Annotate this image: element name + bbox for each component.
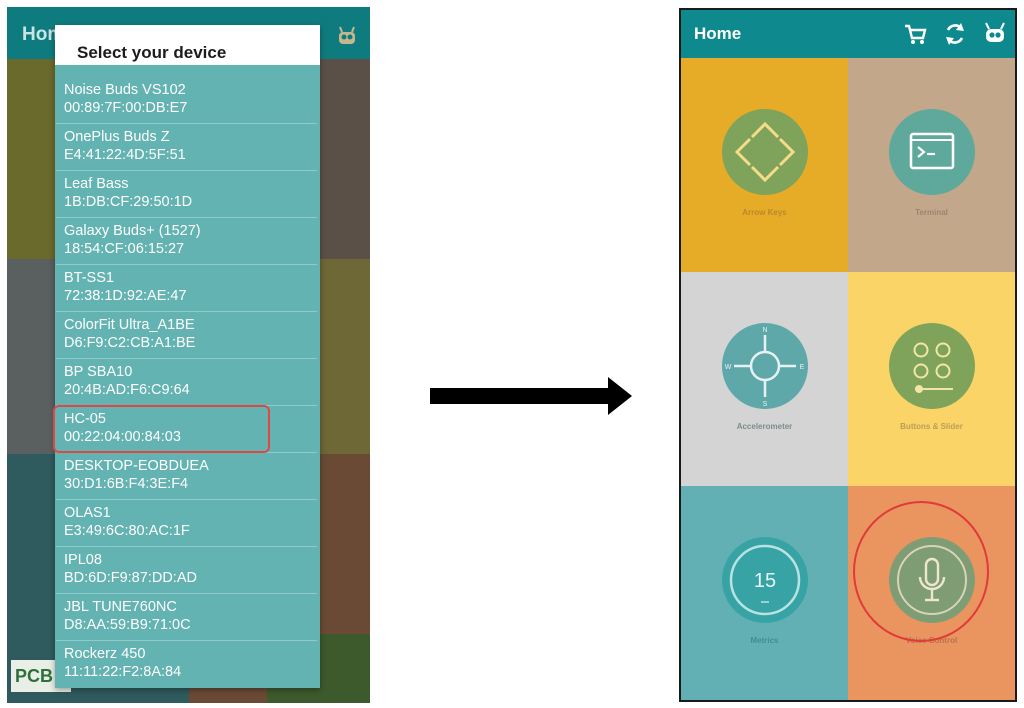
device-item[interactable]: ColorFit Ultra_A1BE D6:F9:C2:CB:A1:BE: [56, 312, 317, 359]
device-name: Noise Buds VS102: [64, 82, 186, 98]
device-name: Rockerz 450: [64, 646, 146, 662]
device-item[interactable]: BT-SS1 72:38:1D:92:AE:47: [56, 265, 317, 312]
tile-label: Accelerometer: [736, 422, 793, 431]
device-address: 00:89:7F:00:DB:E7: [64, 100, 188, 116]
tile-buttons-slider[interactable]: Buttons & Slider: [848, 272, 1015, 486]
device-address: 30:D1:6B:F4:3E:F4: [64, 476, 189, 492]
device-address: 11:11:22:F2:8A:84: [64, 664, 182, 680]
accelerometer-icon: N S W E: [722, 323, 808, 409]
svg-text:N: N: [762, 327, 767, 334]
metrics-icon: 15: [722, 537, 808, 623]
device-item[interactable]: DESKTOP-EOBDUEA 30:D1:6B:F4:3E:F4: [56, 453, 317, 500]
device-name: JBL TUNE760NC: [64, 599, 177, 615]
device-name: OnePlus Buds Z: [64, 129, 170, 145]
device-name: BT-SS1: [64, 270, 114, 286]
device-item[interactable]: Leaf Bass 1B:DB:CF:29:50:1D: [56, 171, 317, 218]
device-item[interactable]: BP SBA10 20:4B:AD:F6:C9:64: [56, 359, 317, 406]
tile-terminal[interactable]: Terminal: [848, 58, 1015, 272]
device-item[interactable]: JBL TUNE760NC D8:AA:59:B9:71:0C: [56, 594, 317, 641]
device-item[interactable]: Galaxy Buds+ (1527) 18:54:CF:06:15:27: [56, 218, 317, 265]
device-address: 00:22:04:00:84:03: [64, 429, 181, 445]
bot-icon[interactable]: [981, 20, 1009, 48]
device-address: D8:AA:59:B9:71:0C: [64, 617, 191, 633]
right-arrow-icon: [430, 377, 632, 415]
tile-arrow-keys[interactable]: Arrow Keys: [681, 58, 848, 272]
device-address: 72:38:1D:92:AE:47: [64, 288, 187, 304]
tile-label: Metrics: [750, 636, 779, 645]
svg-text:W: W: [725, 364, 732, 371]
device-address: 1B:DB:CF:29:50:1D: [64, 194, 193, 210]
device-name: OLAS1: [64, 505, 111, 521]
device-address: E4:41:22:4D:5F:51: [64, 147, 186, 163]
bot-icon[interactable]: [334, 24, 360, 50]
tile-metrics[interactable]: 15 Metrics: [681, 486, 848, 700]
device-name: IPL08: [64, 552, 102, 568]
device-name: HC-05: [64, 411, 106, 427]
voice-control-highlight: [853, 501, 989, 642]
device-item[interactable]: Rockerz 450 11:11:22:F2:8A:84: [56, 641, 317, 688]
buttons-slider-icon: [889, 323, 975, 409]
header-title: Home: [694, 24, 742, 43]
device-address: BD:6D:F9:87:DD:AD: [64, 570, 197, 586]
device-item[interactable]: OLAS1 E3:49:6C:80:AC:1F: [56, 500, 317, 547]
tile-label: Terminal: [915, 208, 948, 217]
device-item[interactable]: IPL08 BD:6D:F9:87:DD:AD: [56, 547, 317, 594]
refresh-icon[interactable]: [941, 20, 969, 48]
device-name: DESKTOP-EOBDUEA: [64, 458, 209, 474]
device-address: E3:49:6C:80:AC:1F: [64, 523, 190, 539]
tile-label: Arrow Keys: [742, 208, 787, 217]
svg-text:S: S: [763, 401, 768, 408]
device-address: D6:F9:C2:CB:A1:BE: [64, 335, 196, 351]
tile-label: Buttons & Slider: [900, 422, 963, 431]
device-item[interactable]: OnePlus Buds Z E4:41:22:4D:5F:51: [56, 124, 317, 171]
device-name: Galaxy Buds+ (1527): [64, 223, 201, 239]
device-address: 18:54:CF:06:15:27: [64, 241, 185, 257]
select-device-dialog: Select your device Noise Buds VS102 00:8…: [55, 25, 320, 688]
device-item[interactable]: Noise Buds VS102 00:89:7F:00:DB:E7: [56, 77, 317, 124]
tile-accelerometer[interactable]: N S W E Accelerometer: [681, 272, 848, 486]
app-header: Home: [681, 10, 1015, 58]
svg-text:E: E: [800, 364, 805, 371]
terminal-icon: [889, 109, 975, 195]
dialog-header: Select your device: [55, 25, 320, 65]
selected-device-highlight: [53, 405, 270, 453]
metrics-value: 15: [754, 570, 776, 592]
device-name: Leaf Bass: [64, 176, 129, 192]
cart-icon[interactable]: [901, 20, 929, 48]
dialog-title: Select your device: [77, 43, 227, 62]
device-address: 20:4B:AD:F6:C9:64: [64, 382, 190, 398]
device-name: ColorFit Ultra_A1BE: [64, 317, 195, 333]
device-name: BP SBA10: [64, 364, 133, 380]
arrow-keys-icon: [722, 109, 808, 195]
